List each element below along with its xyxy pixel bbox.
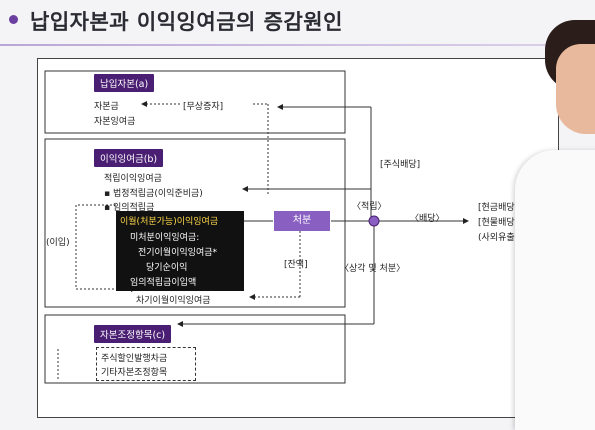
in-kind-dividend-label: [현물배당]	[478, 218, 519, 228]
transfer-in-label: (이입)	[46, 238, 70, 248]
bullet-icon	[9, 15, 18, 24]
equity-diagram: 납입자본(a) 자본금 자본잉여금 [무상증자] 이익잉여금(b) 적립이익잉여…	[37, 58, 559, 418]
discount-on-stock-label: 주식할인발행차금	[101, 354, 168, 364]
diagram-lines	[44, 70, 469, 384]
capital-surplus-label: 자본잉여금	[94, 117, 136, 127]
remainder-label: [잔액]	[284, 260, 308, 270]
title-divider	[0, 44, 595, 46]
cash-dividend-label: [현금배당]	[478, 203, 519, 213]
voluntary-reserve-label: ▪ 임의적립금	[104, 203, 155, 213]
bonus-issue-label: [무상증자]	[183, 102, 224, 112]
carryforward-re-label: 이월(처분가능)이익잉여금	[120, 217, 219, 227]
reserve-transfer-label: 임의적립금이입액	[130, 278, 197, 288]
presenter-face	[556, 44, 595, 134]
stock-dividend-label: [주식배당]	[380, 160, 421, 170]
other-adjustment-label: 기타자본조정항목	[101, 368, 168, 378]
capital-adjustment-tab: 자본조정항목(c)	[94, 325, 172, 343]
reserve-label: 〈적립〉	[352, 202, 387, 212]
page-title: 납입자본과 이익잉여금의 증감원인	[30, 10, 343, 34]
net-income-label: 당기순이익	[146, 263, 188, 273]
unappropriated-re-box: 이월(처분가능)이익잉여금 미처분이익잉여금: 전기이월이익잉여금* 당기순이익…	[116, 211, 244, 291]
legal-reserve-label: ▪ 법정적립금(이익준비금)	[104, 189, 203, 199]
paid-in-capital-tab: 납입자본(a)	[94, 74, 155, 92]
next-carryforward-label: 차기이월이익잉여금	[136, 296, 211, 306]
capital-stock-label: 자본금	[94, 102, 119, 112]
outflow-label: (사외유출)	[478, 233, 519, 243]
appropriation-box: 처분	[274, 211, 330, 231]
appropriated-re-label: 적립이익잉여금	[104, 174, 162, 184]
prior-carryforward-label: 전기이월이익잉여금*	[138, 248, 218, 258]
unappropriated-label: 미처분이익잉여금:	[130, 233, 200, 243]
capital-adjustment-box: 주식할인발행차금 기타자본조정항목	[96, 347, 196, 381]
presenter-body	[515, 150, 595, 430]
retained-earnings-tab: 이익잉여금(b)	[94, 149, 164, 167]
dividend-label: 〈배당〉	[410, 214, 445, 224]
amortization-label: 〈상각 및 처분〉	[340, 264, 406, 274]
title-bar: 납입자본과 이익잉여금의 증감원인	[0, 0, 595, 40]
